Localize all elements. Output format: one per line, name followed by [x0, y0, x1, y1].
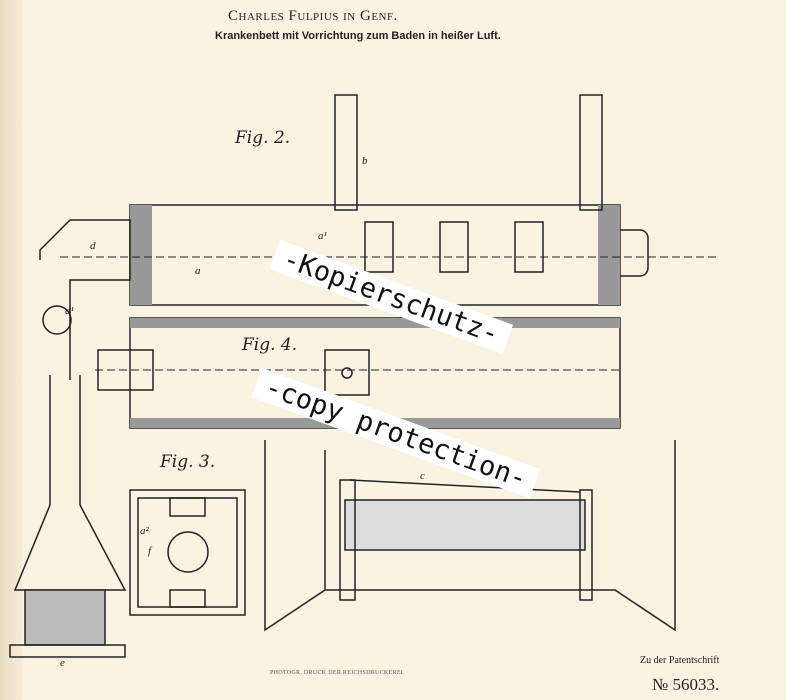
- patent-reference: Zu der Patentschrift: [640, 655, 720, 666]
- label-a1: a¹: [318, 230, 327, 242]
- patent-number: № 56033.: [652, 675, 720, 694]
- label-e: e: [60, 657, 65, 669]
- inventor-heading: Charles Fulpius in Genf.: [228, 8, 398, 24]
- label-d: d: [90, 240, 96, 252]
- label-a: a: [195, 265, 201, 277]
- label-a2: a²: [140, 525, 149, 537]
- patent-subtitle: Krankenbett mit Vorrichtung zum Baden in…: [215, 30, 501, 42]
- fig2-label: Fig. 2.: [235, 128, 291, 148]
- label-c: c: [420, 470, 425, 482]
- printer-credit: PHOTOGR. DRUCK DER REICHSDRUCKEREI.: [270, 670, 405, 676]
- label-f: f: [148, 545, 152, 557]
- fig3-label: Fig. 3.: [160, 452, 216, 472]
- label-b: b: [362, 155, 368, 167]
- page-edge: [0, 0, 22, 700]
- fig3-box: [129, 489, 246, 616]
- label-d1: d¹: [65, 305, 74, 317]
- fig4-label: Fig. 4.: [242, 335, 298, 355]
